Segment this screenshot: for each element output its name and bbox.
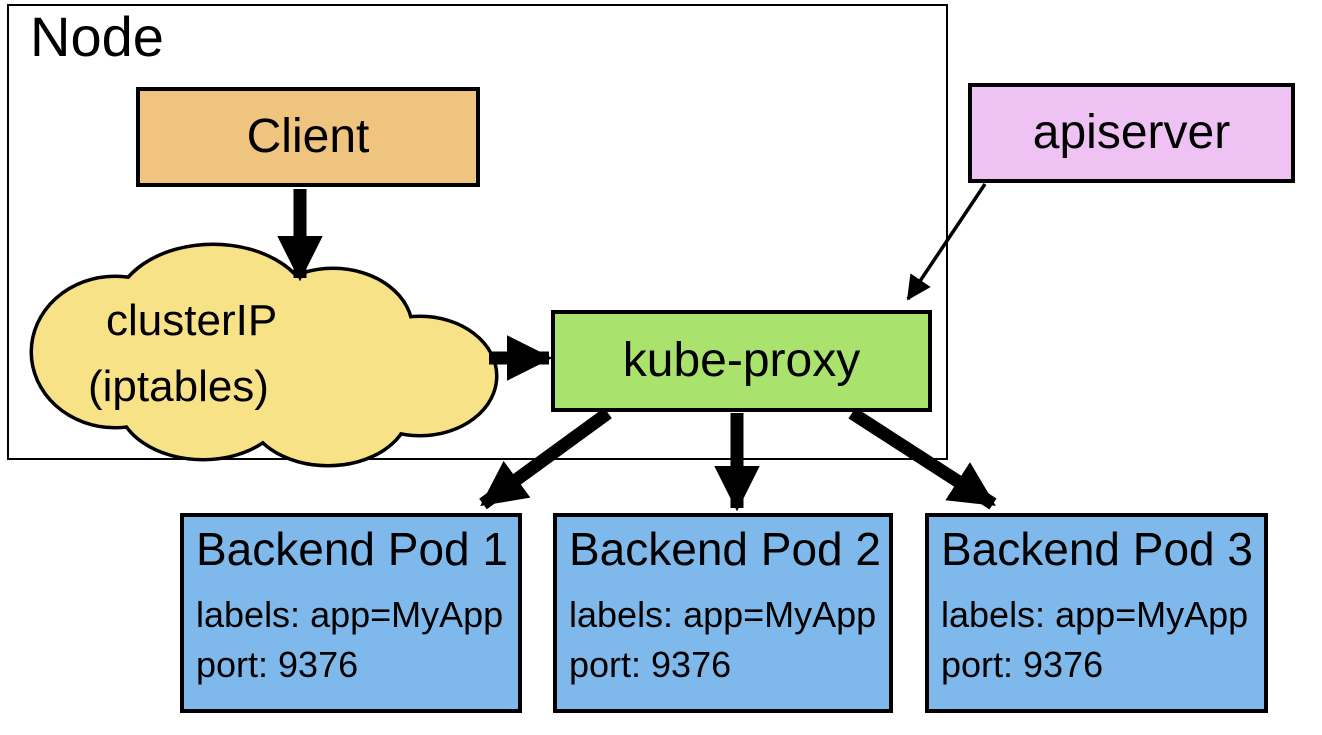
backend-pod-3-labels: labels: app=MyApp — [941, 593, 1249, 635]
backend-pod-3-box: Backend Pod 3 labels: app=MyApp port: 93… — [925, 513, 1268, 713]
backend-pod-1-box: Backend Pod 1 labels: app=MyApp port: 93… — [180, 513, 522, 713]
node-boundary-box — [7, 4, 948, 460]
backend-pod-1-port: port: 9376 — [196, 643, 359, 685]
arrow-kubeproxy-to-pod3 — [848, 407, 997, 510]
kube-proxy-label: kube-proxy — [622, 334, 861, 387]
arrow-apiserver-to-kubeproxy — [906, 183, 987, 301]
cluster-ip-label-line2: (iptables) — [88, 362, 269, 411]
backend-pod-2-title: Backend Pod 2 — [569, 523, 882, 575]
cluster-ip-cloud-icon — [29, 242, 499, 468]
apiserver-box: apiserver — [968, 83, 1295, 183]
backend-pod-3-title: Backend Pod 3 — [941, 523, 1254, 575]
node-label: Node — [30, 5, 164, 68]
client-label: Client — [246, 110, 370, 163]
apiserver-label: apiserver — [1032, 106, 1231, 159]
backend-pod-2-port: port: 9376 — [569, 643, 732, 685]
backend-pod-1-labels: labels: app=MyApp — [196, 593, 504, 635]
backend-pod-2-labels: labels: app=MyApp — [569, 593, 877, 635]
cluster-ip-label-line1: clusterIP — [106, 296, 278, 345]
backend-pod-3-port: port: 9376 — [941, 643, 1104, 685]
backend-pod-1-title: Backend Pod 1 — [196, 523, 509, 575]
kube-proxy-box: kube-proxy — [551, 310, 932, 412]
arrow-kubeproxy-to-pod1 — [479, 407, 612, 510]
cluster-ip-label: clusterIP (iptables) — [88, 288, 277, 420]
client-box: Client — [136, 87, 480, 187]
backend-pod-2-box: Backend Pod 2 labels: app=MyApp port: 93… — [553, 513, 893, 713]
